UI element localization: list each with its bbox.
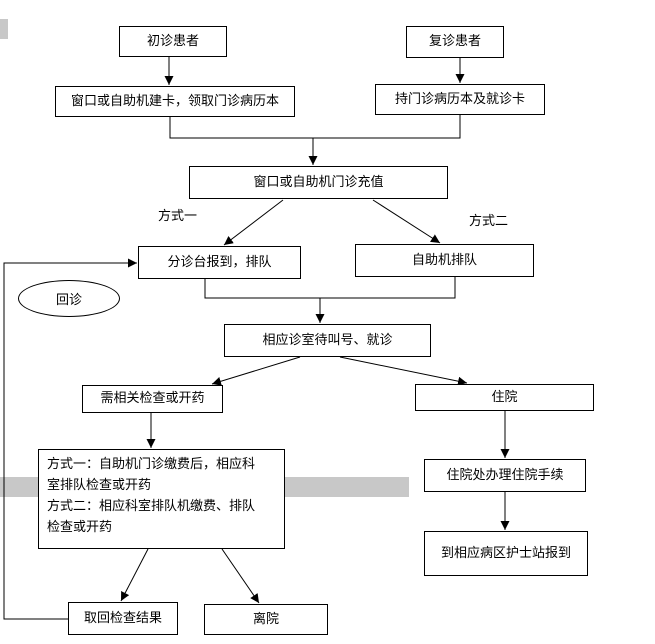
merge-line-middle — [204, 277, 456, 299]
leave-node: 离院 — [204, 604, 328, 635]
arrow-recharge-to-triage — [223, 199, 284, 246]
need-exam-node: 需相关检查或开药 — [82, 385, 223, 413]
return-visit-node: 复诊患者 — [406, 26, 504, 58]
mode-two-label: 方式二 — [469, 214, 509, 229]
kiosk-queue-node: 自助机排队 — [355, 244, 534, 277]
arrow-wait-to-hospital — [339, 356, 468, 386]
arrow-wait-to-exam — [211, 356, 301, 386]
revisit-ellipse: 回诊 — [18, 280, 120, 317]
arrow-recharge-to-kiosk — [372, 199, 441, 244]
hold-card-node: 持门诊病历本及就诊卡 — [375, 84, 545, 115]
mode-one-label: 方式一 — [158, 209, 198, 224]
arrow-payment-to-leave — [221, 548, 260, 604]
payment-line-1: 方式一：自助机门诊缴费后，相应科 — [47, 457, 256, 472]
first-visit-node: 初诊患者 — [119, 26, 227, 57]
triage-desk-node: 分诊台报到，排队 — [138, 246, 301, 279]
wait-call-node: 相应诊室待叫号、就诊 — [224, 324, 431, 357]
ward-report-node: 到相应病区护士站报到 — [424, 531, 588, 576]
loop-back-line — [3, 258, 137, 620]
gray-band-top-left — [0, 19, 8, 39]
arrow-payment-to-results — [120, 548, 149, 602]
fetch-results-node: 取回检查结果 — [68, 602, 178, 635]
create-card-node: 窗口或自助机建卡，领取门诊病历本 — [55, 86, 295, 117]
admission-node: 住院处办理住院手续 — [424, 459, 586, 492]
payment-line-2: 室排队检查或开药 — [47, 478, 152, 493]
payment-line-3: 方式二：相应科室排队机缴费、排队 — [47, 499, 256, 514]
payment-methods-node: 方式一：自助机门诊缴费后，相应科 室排队检查或开药 方式二：相应科室排队机缴费、… — [38, 449, 285, 549]
hospitalize-node: 住院 — [415, 384, 594, 411]
payment-line-4: 检查或开药 — [47, 520, 113, 535]
merge-line-top — [169, 115, 461, 139]
recharge-node: 窗口或自助机门诊充值 — [189, 166, 448, 199]
